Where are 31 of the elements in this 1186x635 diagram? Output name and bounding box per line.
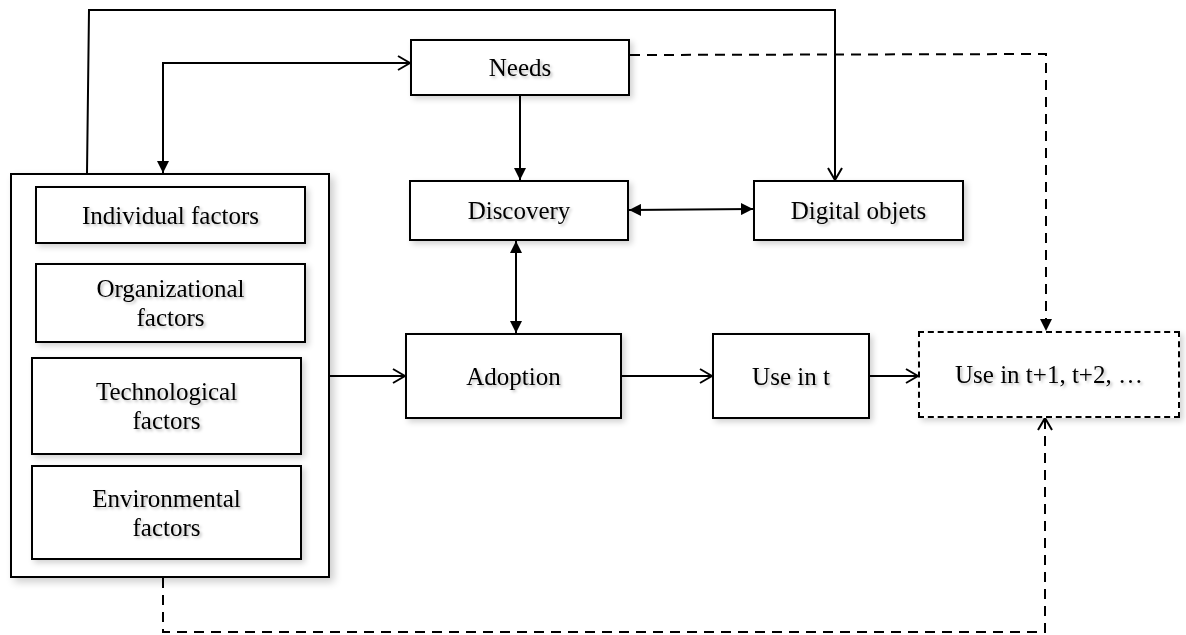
box-label: Use in t — [752, 361, 830, 391]
process-box — [753, 180, 964, 241]
box-label: Needs — [488, 53, 552, 82]
arrow — [628, 203, 754, 216]
dashed-arrow — [629, 53, 1052, 332]
process-box — [35, 263, 306, 343]
arrow — [329, 368, 406, 384]
process-box — [712, 333, 870, 419]
box-label: Individual factors — [82, 200, 259, 230]
arrow — [869, 368, 919, 384]
arrow — [510, 240, 522, 334]
box-label: Use in t+1, t+2, … — [955, 360, 1143, 389]
box-label: Adoption — [466, 361, 561, 391]
arrow — [514, 95, 526, 181]
arrow — [86, 9, 843, 181]
box-label: Digital objets — [790, 196, 927, 225]
process-box — [35, 186, 306, 244]
box-label: Environmental factors — [91, 483, 242, 542]
process-box — [409, 180, 629, 241]
process-box — [31, 357, 302, 455]
box-label: Technological factors — [94, 377, 239, 435]
process-box — [31, 465, 302, 560]
factors-group-box — [10, 173, 330, 578]
box-label: Discovery — [467, 196, 571, 225]
box-label: Organizational factors — [95, 274, 246, 332]
dashed-process-box — [918, 331, 1180, 418]
arrow — [621, 368, 713, 384]
dashed-arrow — [162, 417, 1053, 633]
process-box — [410, 39, 630, 96]
process-box — [405, 333, 622, 419]
arrow — [157, 55, 411, 174]
